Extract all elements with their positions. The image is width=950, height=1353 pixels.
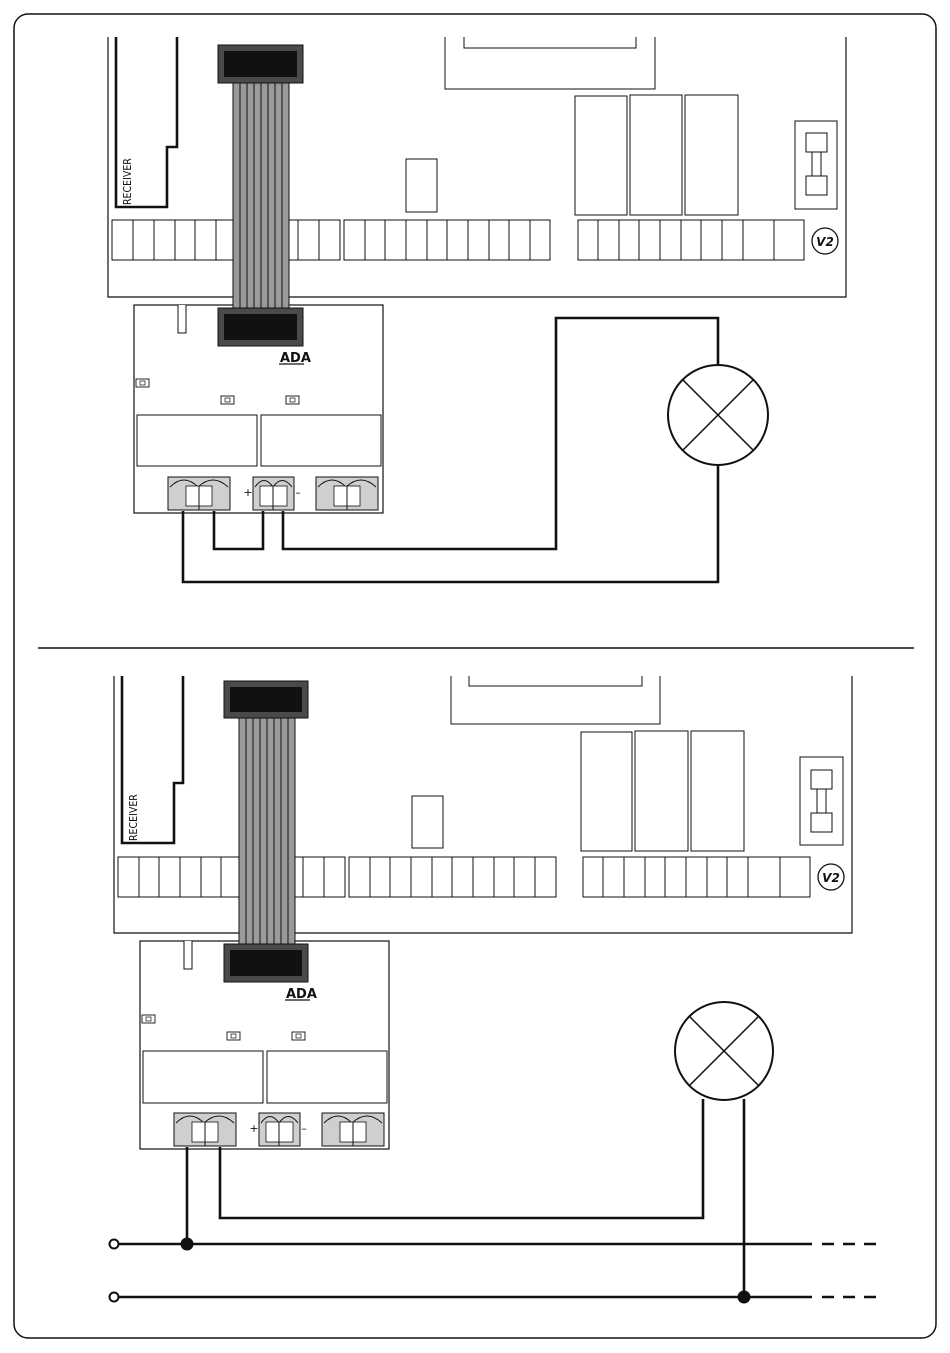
terminal-block-2 xyxy=(349,857,556,897)
module-notch xyxy=(184,941,192,969)
terminal-block-2 xyxy=(344,220,550,260)
terminal-block-3 xyxy=(583,857,810,897)
minus-sign: – xyxy=(295,486,301,499)
ribbon-connector-bottom xyxy=(218,308,303,346)
module-notch xyxy=(178,305,186,333)
module-terminal-right xyxy=(316,477,378,510)
ribbon-connector-top xyxy=(218,45,303,83)
receiver-label: RECEIVER xyxy=(128,794,140,841)
receiver-label: RECEIVER xyxy=(122,158,134,205)
plus-sign: + xyxy=(243,486,252,499)
module-terminal-middle xyxy=(253,477,294,510)
module-terminal-left xyxy=(174,1113,236,1146)
v2-logo-text: V2 xyxy=(822,871,840,885)
v2-logo-badge: V2 xyxy=(818,864,844,890)
ribbon-cable xyxy=(233,80,289,312)
terminal-block-1 xyxy=(112,220,340,260)
ribbon-cable xyxy=(239,715,295,949)
ribbon-connector-top xyxy=(224,681,308,718)
terminal-block-3 xyxy=(578,220,804,260)
lamp-symbol xyxy=(675,1002,773,1100)
v2-logo-text: V2 xyxy=(816,235,834,249)
terminal-block-1 xyxy=(118,857,345,897)
minus-sign: – xyxy=(301,1122,307,1135)
ribbon-connector-bottom xyxy=(224,944,308,982)
module-terminal-left xyxy=(168,477,230,510)
v2-logo-badge: V2 xyxy=(812,228,838,254)
plus-sign: + xyxy=(249,1122,258,1135)
module-terminal-middle xyxy=(259,1113,300,1146)
module-terminal-right xyxy=(322,1113,384,1146)
lamp-symbol xyxy=(668,365,768,465)
